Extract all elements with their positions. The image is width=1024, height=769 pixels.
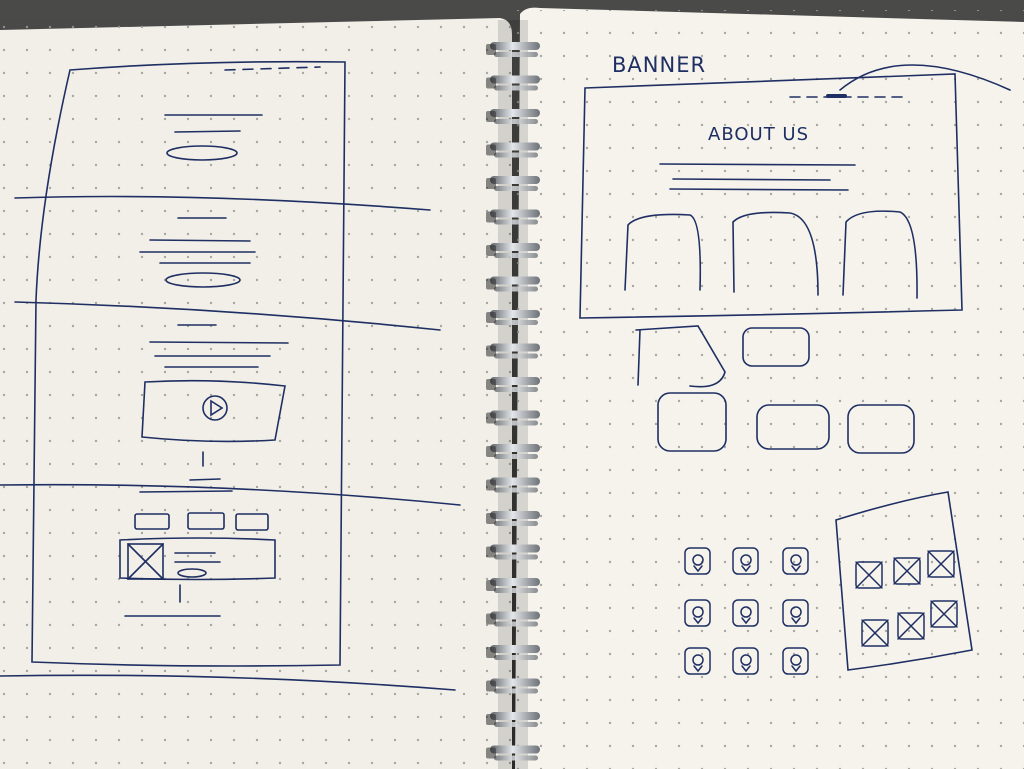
spiral-ring	[486, 310, 540, 325]
section-2-button-sketch	[165, 272, 241, 288]
section-divider-1	[14, 195, 431, 211]
footer-marks	[124, 584, 221, 617]
left-wireframe	[0, 60, 461, 691]
sketch-shape-1	[635, 325, 726, 388]
gallery-image-sketch	[855, 561, 883, 589]
section-4-title	[139, 490, 233, 493]
sketch-shape-4	[756, 404, 830, 450]
spiral-ring	[486, 142, 540, 158]
team-icon-sketch	[684, 547, 711, 575]
spiral-ring	[486, 209, 540, 225]
play-button-sketch	[202, 395, 228, 421]
left-page	[0, 18, 512, 769]
spiral-ring	[486, 410, 540, 426]
spiral-ring	[486, 611, 540, 627]
section-divider-3	[0, 483, 461, 506]
spiral-ring	[486, 42, 540, 57]
spiral-ring	[486, 678, 540, 694]
hero-lines	[164, 114, 263, 133]
team-icon-sketch	[782, 547, 809, 575]
team-icon-grid	[684, 547, 809, 675]
tab-sketch-1	[134, 513, 170, 530]
spiral-ring	[486, 377, 540, 392]
image-placeholder-sketch	[127, 543, 164, 580]
spiral-ring	[486, 109, 540, 124]
team-icon-sketch	[732, 547, 759, 575]
page-bottom-line	[0, 674, 456, 691]
tab-sketch-3	[235, 513, 269, 531]
about-card-3	[842, 210, 918, 299]
sketch-shape-5	[847, 404, 915, 454]
spiral-ring	[486, 343, 540, 359]
page-outline	[31, 60, 346, 667]
team-icon-sketch	[684, 647, 711, 675]
tab-sketch-2	[187, 512, 225, 530]
banner-label: BANNER	[612, 53, 706, 77]
spiral-ring	[486, 578, 540, 593]
spiral-ring	[486, 645, 540, 660]
spiral-ring	[486, 243, 540, 258]
spiral-ring	[486, 477, 540, 493]
annotation-arrow	[839, 64, 1011, 91]
gallery-image-sketch	[861, 619, 889, 647]
gallery-image-sketch	[893, 557, 921, 585]
nav-dashes	[224, 66, 321, 71]
right-wireframe	[579, 64, 1011, 671]
gallery-image-sketch	[930, 600, 958, 628]
play-triangle-sketch	[210, 399, 224, 417]
team-icon-sketch	[732, 599, 759, 627]
sketch-shape-2	[742, 327, 810, 367]
about-card-2	[732, 211, 819, 296]
team-icon-sketch	[732, 647, 759, 675]
gallery-panel-sketch	[835, 491, 973, 671]
banner-box-sketch	[579, 73, 963, 319]
team-icon-sketch	[684, 599, 711, 627]
spiral-ring	[486, 511, 540, 526]
spiral-ring	[486, 745, 540, 761]
spiral-ring	[486, 712, 540, 727]
team-icon-sketch	[782, 647, 809, 675]
hero-button-sketch	[166, 145, 238, 161]
spiral-ring	[486, 444, 540, 459]
gallery-image-grid	[855, 550, 958, 647]
video-frame-sketch	[141, 379, 286, 443]
spiral-ring	[486, 75, 540, 91]
right-page	[515, 7, 1024, 769]
about-us-label: ABOUT US	[708, 124, 809, 145]
section-divider-2	[14, 301, 441, 331]
spiral-ring	[486, 544, 540, 560]
gallery-image-sketch	[897, 612, 925, 640]
spiral-ring	[486, 276, 540, 292]
sketch-shape-3	[657, 392, 727, 452]
about-card-1	[624, 213, 702, 291]
spiral-ring	[486, 176, 540, 191]
spiral-binding	[486, 42, 540, 761]
gallery-image-sketch	[927, 550, 955, 578]
about-text-lines	[659, 163, 856, 191]
team-icon-sketch	[782, 599, 809, 627]
cta-marks	[189, 451, 221, 481]
section-2-lines	[139, 217, 256, 264]
section-3-lines	[149, 324, 289, 368]
